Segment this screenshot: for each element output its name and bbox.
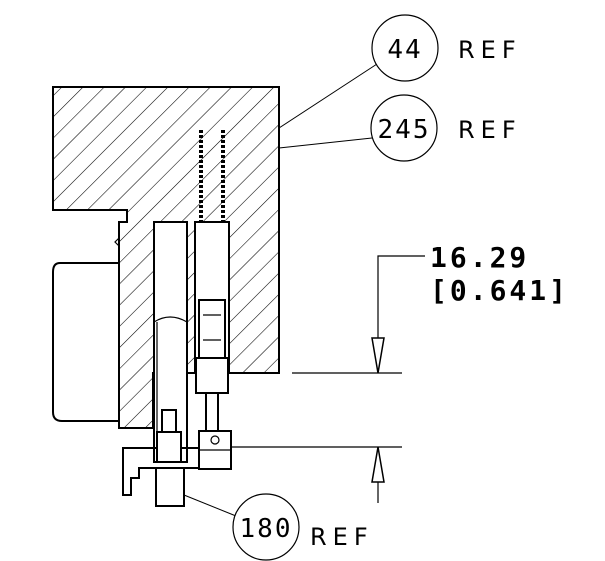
balloon-44: 44 REF	[278, 14, 522, 129]
sensor-head	[198, 299, 226, 359]
balloon-number: 44	[387, 35, 422, 65]
balloon-number: 180	[240, 514, 293, 544]
side-pad	[52, 262, 119, 422]
balloon-ref: REF	[310, 523, 374, 551]
dimension-metric: 16.29	[430, 241, 529, 274]
dimension-imperial: [0.641]	[430, 274, 569, 307]
balloon-ref: REF	[458, 116, 522, 144]
arrow-up	[371, 446, 385, 483]
lower-shaft	[155, 467, 185, 507]
clamp-bracket	[122, 447, 200, 496]
post-collar	[156, 431, 182, 463]
balloon-245: 245 REF	[278, 94, 522, 162]
bore-curve	[153, 316, 188, 323]
arrow-down	[371, 337, 385, 374]
nut-detail	[210, 435, 220, 445]
balloon-ref: REF	[458, 36, 522, 64]
pad-detail	[114, 237, 120, 247]
sensor-nut	[195, 357, 229, 394]
dimension-leader	[377, 255, 425, 373]
balloon-180: 180 REF	[183, 493, 374, 561]
balloon-number: 245	[378, 115, 431, 145]
sensor-stem	[205, 392, 219, 432]
